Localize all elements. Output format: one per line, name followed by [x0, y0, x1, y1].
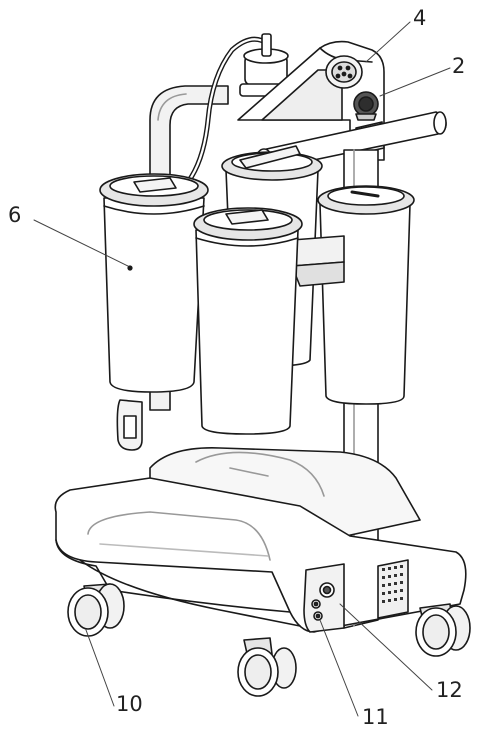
- connector-panel: [303, 563, 345, 633]
- display-gauge: [325, 55, 363, 89]
- caster-front-middle: [237, 637, 297, 697]
- base-body: [54, 477, 467, 633]
- canister-front-left: [99, 173, 209, 393]
- control-knob: [353, 91, 379, 121]
- caster-front-left: [67, 583, 125, 637]
- callout-label-10: 10: [116, 692, 143, 716]
- canister-bracket: [291, 235, 345, 287]
- vent-grille: [377, 559, 409, 619]
- callout-label-2: 2: [452, 54, 466, 78]
- callout-label-4: 4: [413, 6, 427, 30]
- callout-label-6: 6: [8, 203, 22, 227]
- callout-label-11: 11: [362, 705, 389, 729]
- canister-front-middle: [193, 207, 303, 435]
- caster-rear-right: [415, 603, 471, 657]
- leader-lines: [33, 21, 451, 717]
- callout-label-12: 12: [436, 678, 463, 702]
- base-shell: [149, 447, 421, 537]
- canister-back-right: [317, 185, 415, 405]
